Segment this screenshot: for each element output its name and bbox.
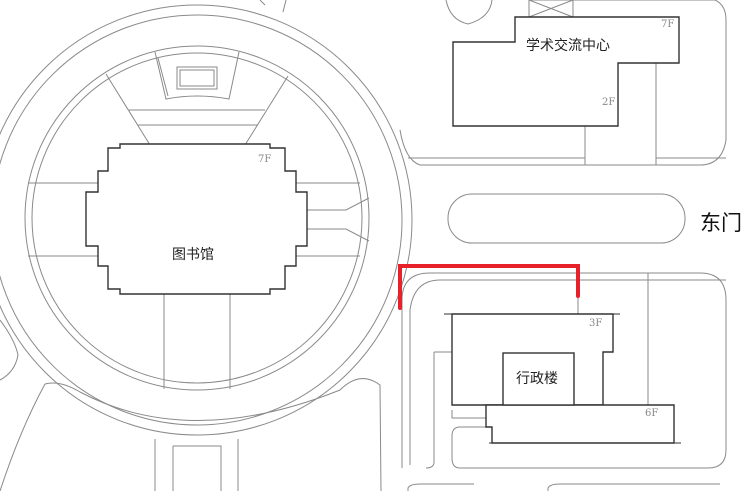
east-road-median [447, 193, 686, 244]
admin-building-label[interactable]: 行政楼 [516, 371, 558, 387]
admin-south-floors: 6F [645, 408, 659, 419]
academic-center-floors-low: 2F [602, 97, 616, 108]
academic-center-label[interactable]: 学术交流中心 [526, 38, 610, 54]
library-label[interactable]: 图书馆 [172, 247, 214, 263]
library-floors: 7F [258, 154, 272, 165]
academic-center-floors-tall: 7F [661, 19, 675, 30]
east-gate-label[interactable]: 东门 [700, 211, 742, 235]
academic-exchange-center-building [452, 16, 680, 127]
admin-north-floors: 3F [589, 318, 603, 329]
library-building [85, 143, 308, 295]
admin-building-core [502, 352, 575, 406]
route-highlight [398, 264, 580, 310]
